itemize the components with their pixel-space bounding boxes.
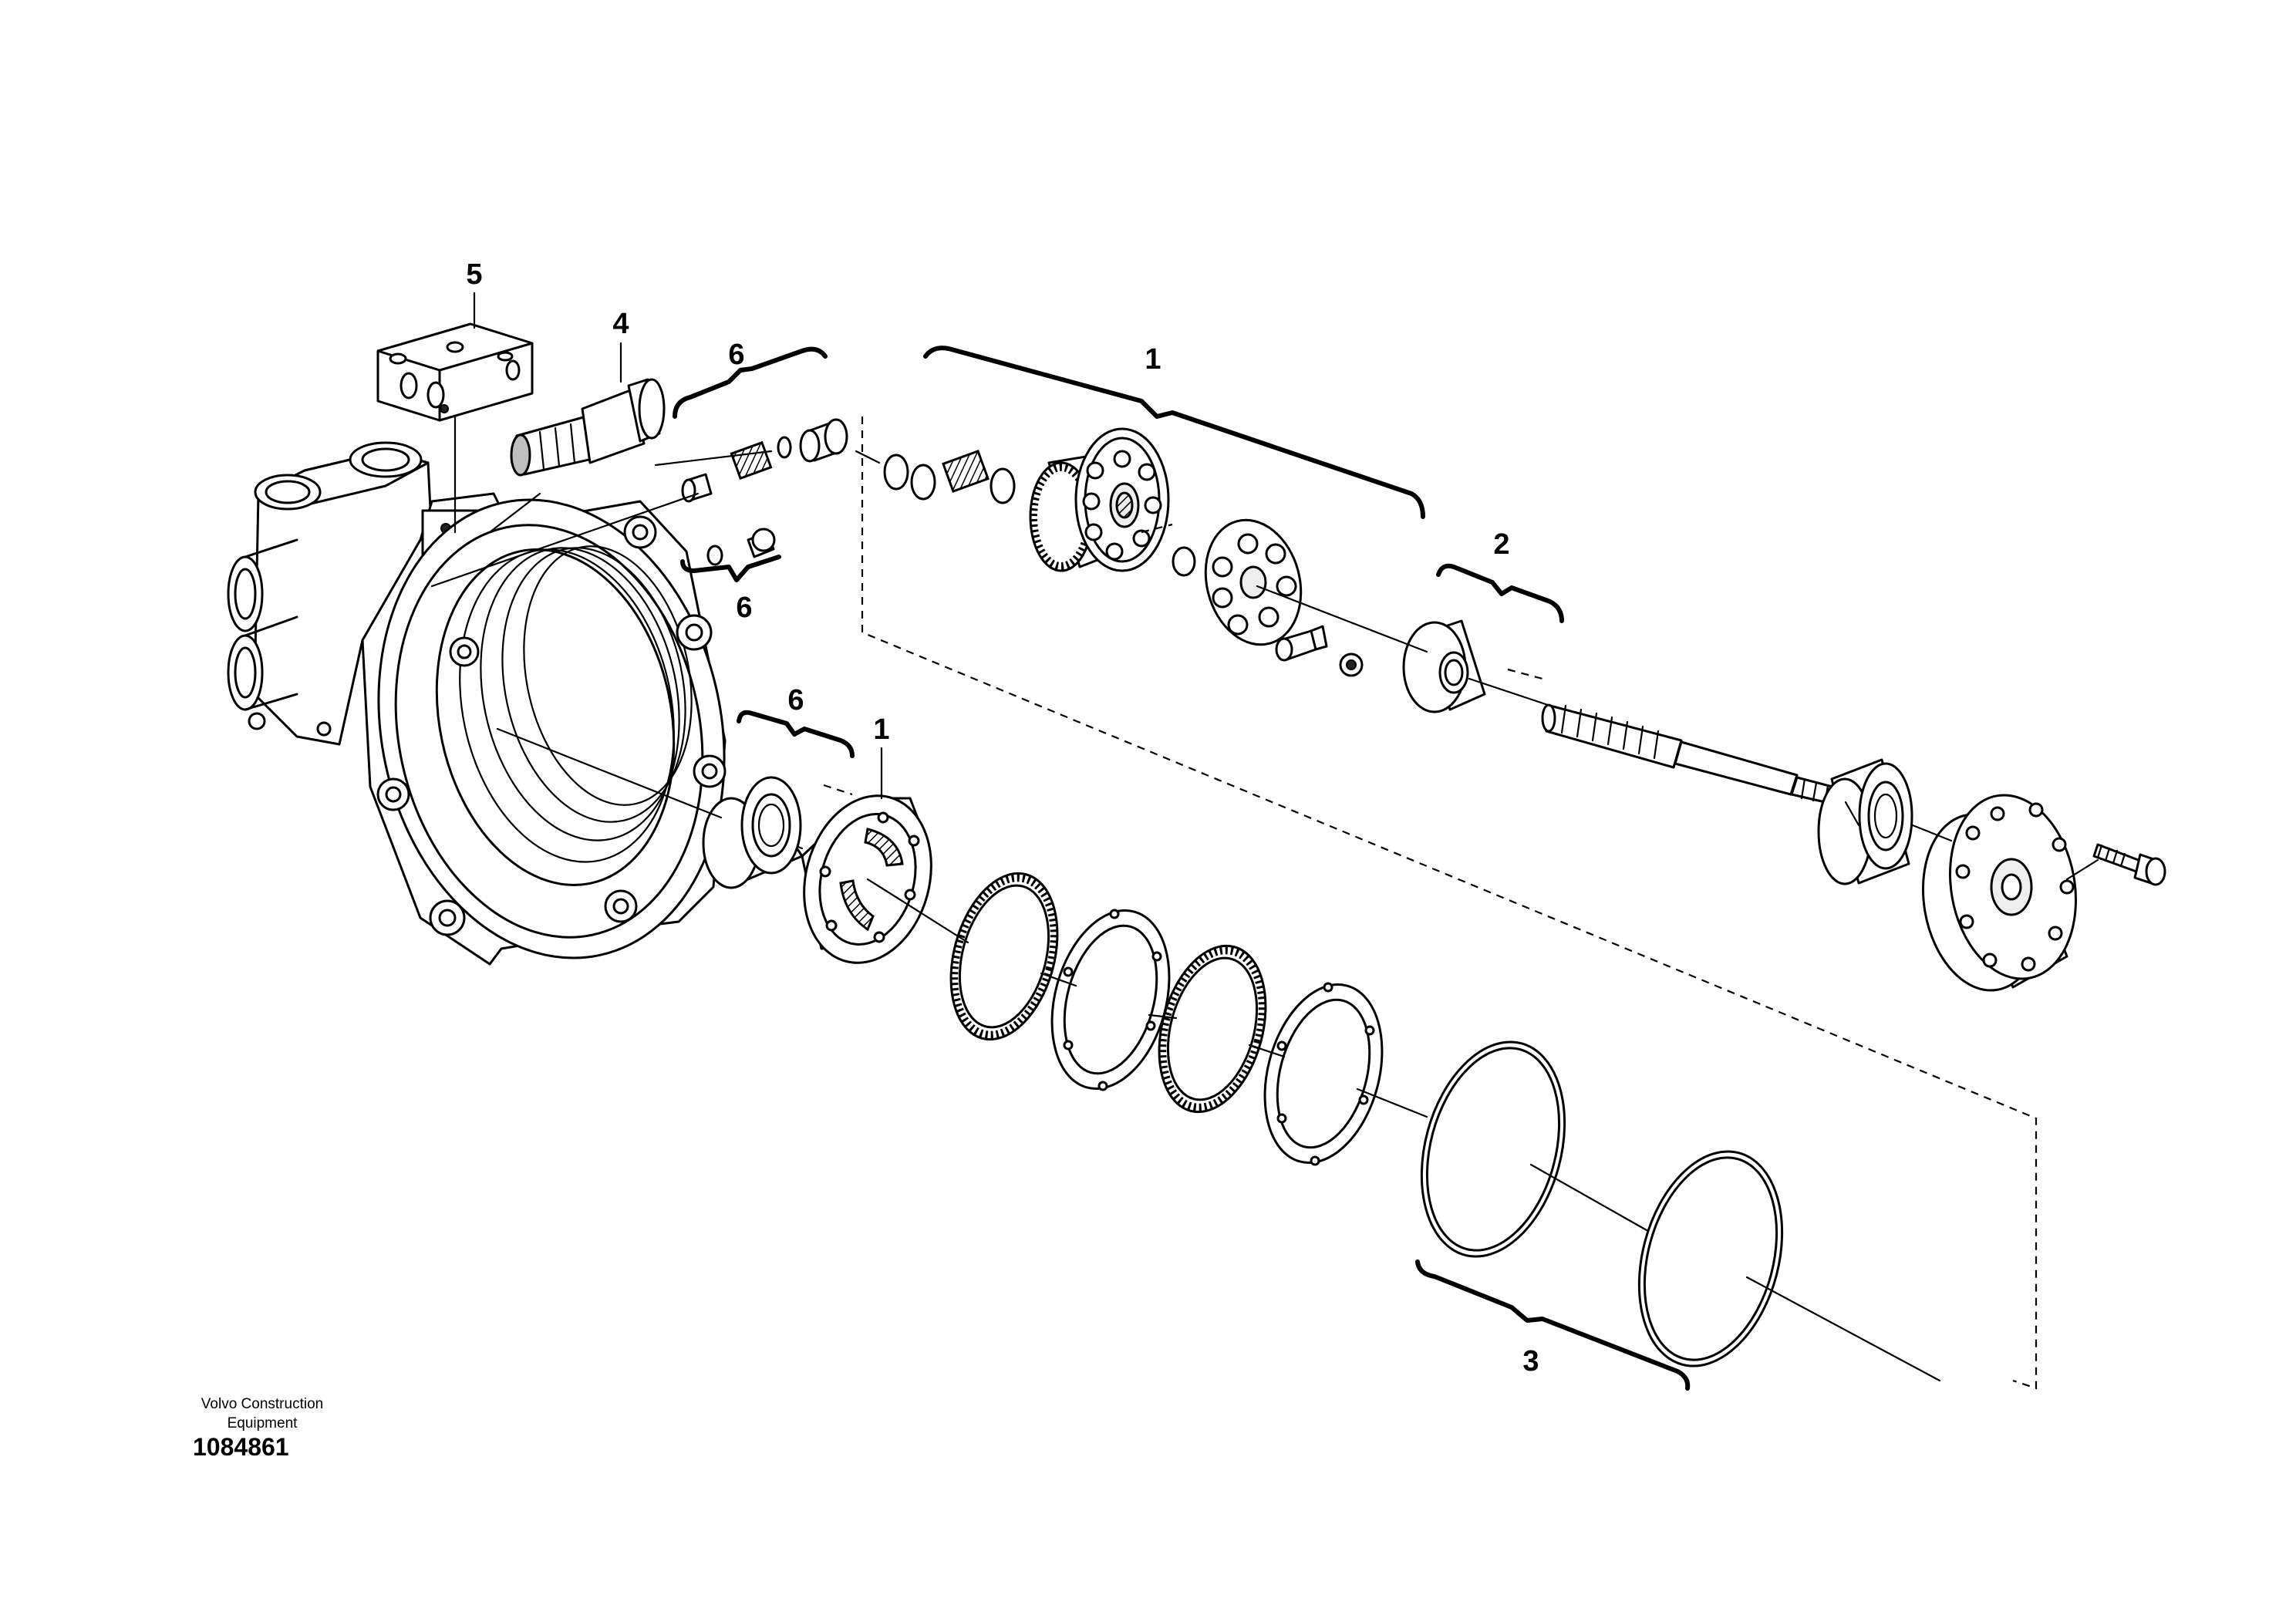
manufacturer-line-2: Equipment	[227, 1415, 298, 1431]
separator-plate-2	[1263, 982, 1384, 1166]
bearing-right	[1817, 758, 1913, 885]
cover-bolt	[2092, 843, 2166, 886]
rear-cover	[1921, 794, 2077, 992]
swash-plate-part-2	[1402, 619, 1543, 713]
callout-6-top: 6	[728, 339, 744, 371]
drive-shaft	[1541, 703, 1852, 808]
callout-1-top: 1	[1145, 343, 1161, 376]
callout-1-bottom: 1	[873, 713, 889, 746]
relief-valve-part-4	[510, 378, 666, 477]
plug-set-part-6-middle	[706, 528, 776, 566]
bearing-set-part-6-bottom	[702, 776, 853, 889]
group-brackets	[673, 346, 1691, 1391]
rotary-group-part-1-top	[883, 427, 1364, 677]
callout-6-bottom: 6	[787, 684, 804, 717]
document-number: 1084861	[193, 1433, 289, 1461]
manufacturer-credit: Volvo Construction Equipment	[154, 1394, 370, 1433]
callout-5: 5	[466, 258, 482, 291]
o-ring-set-part-3	[1420, 1040, 1784, 1367]
callout-4: 4	[612, 308, 629, 340]
friction-plate-1	[949, 872, 1059, 1041]
kit-enclosure-dashed	[861, 416, 2038, 1390]
assembly-axis-lines	[430, 415, 2099, 1382]
separator-plate-1	[1050, 909, 1171, 1091]
friction-plate-2	[1158, 944, 1267, 1114]
manufacturer-line-1: Volvo Construction	[201, 1396, 324, 1412]
plug-set-part-6-top	[681, 418, 848, 503]
callout-labels: 5 4 6 6 6 1 1 2 3	[466, 258, 1539, 1378]
callout-2: 2	[1493, 528, 1509, 561]
valve-block-part-5	[376, 322, 534, 422]
motor-housing	[227, 441, 727, 966]
callout-3: 3	[1522, 1345, 1539, 1378]
callout-6-middle: 6	[736, 592, 752, 624]
